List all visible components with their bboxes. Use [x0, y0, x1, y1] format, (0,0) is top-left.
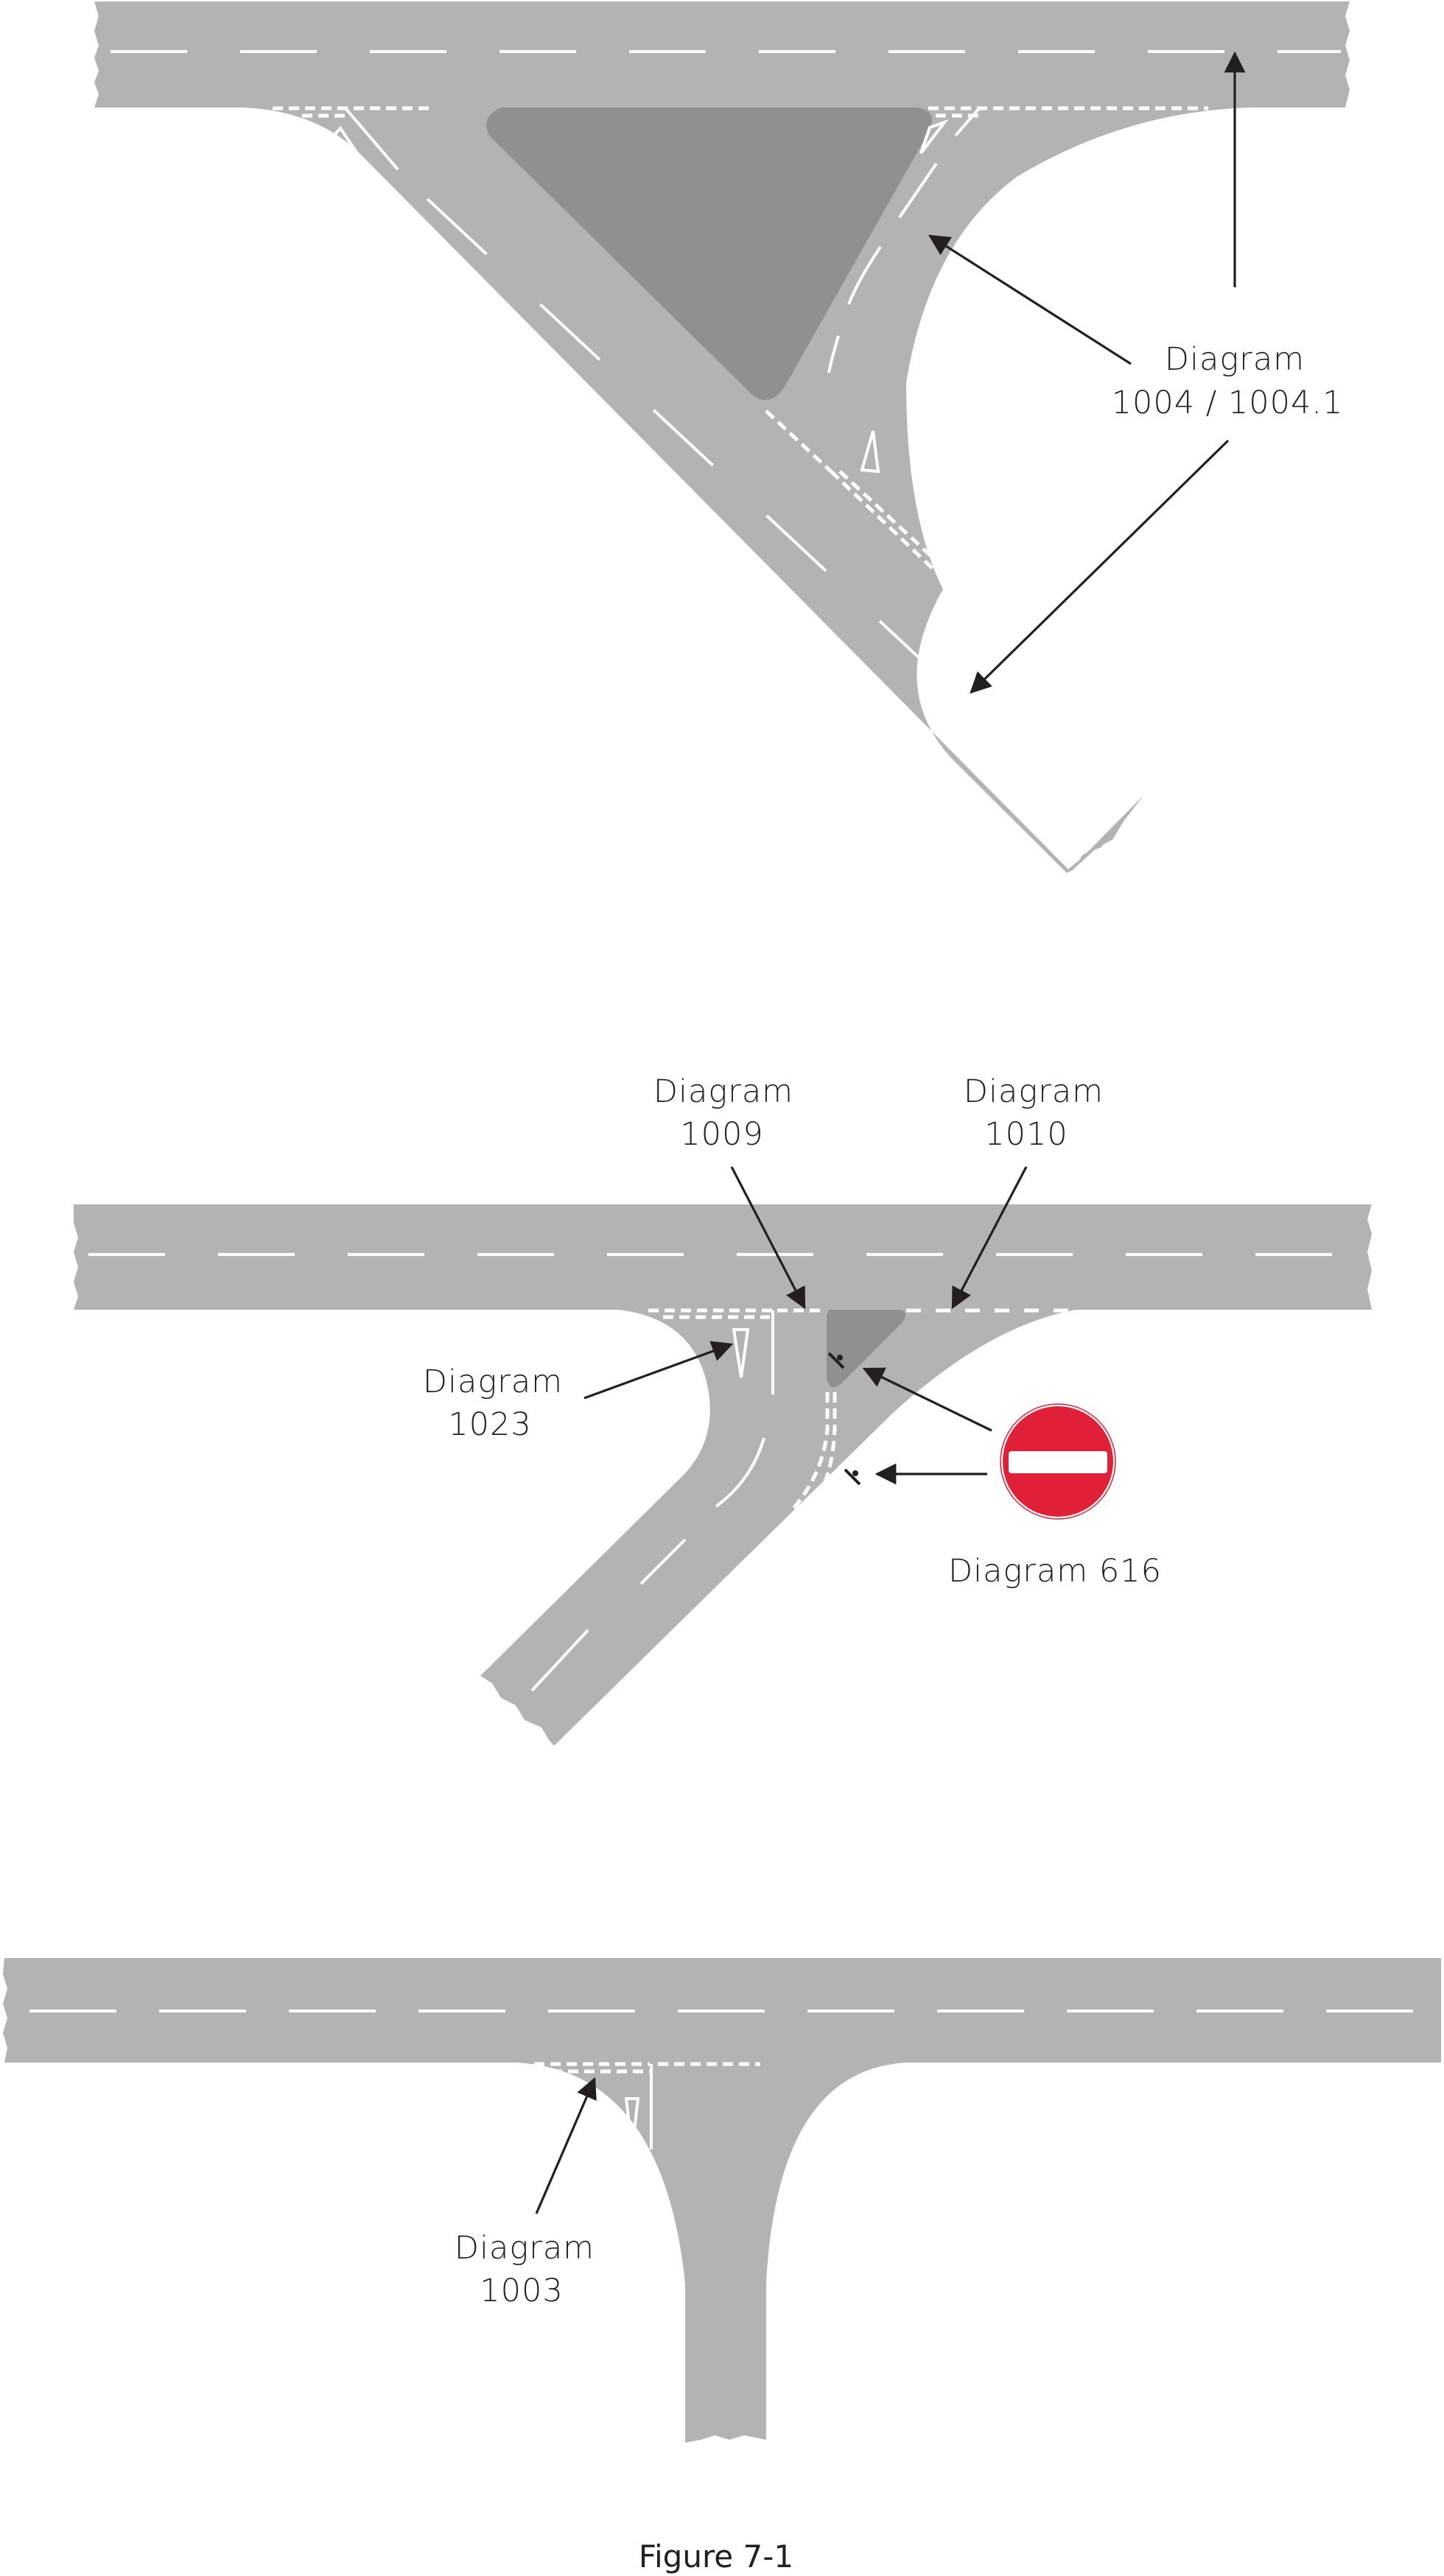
leader-arrow	[951, 1166, 1028, 1310]
leader-arrow	[583, 1341, 734, 1400]
label-diagram-1004-number: 1004 / 1004.1	[1112, 385, 1344, 421]
give-way-triangle	[732, 1328, 750, 1378]
traffic-island	[827, 1310, 905, 1388]
give-way-triangle-right	[919, 119, 949, 155]
label-diagram-1004: Diagram	[1165, 341, 1305, 378]
ghost-island	[486, 108, 932, 400]
svg-text:1023: 1023	[448, 1406, 531, 1443]
svg-text:1010: 1010	[984, 1116, 1068, 1153]
panel-y-junction: Diagram 1004 / 1004.1	[94, 1, 1350, 873]
label-diagram-1009: Diagram	[653, 1073, 793, 1110]
figure-caption: Figure 7-1	[639, 2538, 793, 2575]
svg-text:1003: 1003	[480, 2273, 563, 2309]
panel-t-junction: Diagram 1003	[3, 1958, 1441, 2446]
leader-arrow	[730, 1166, 806, 1310]
leader-arrow	[862, 1367, 992, 1432]
label-diagram-1023: Diagram	[423, 1364, 563, 1400]
leader-arrow	[535, 2077, 597, 2214]
main-road	[94, 1, 1350, 108]
panel-one-way-exit: Diagram 1009 Diagram 1010 Diagram 1023 D…	[74, 1073, 1372, 1746]
label-diagram-1003: Diagram	[455, 2230, 595, 2267]
side-road-3	[516, 2063, 906, 2443]
main-road-2	[74, 1204, 1372, 1310]
diagonal-road	[243, 108, 1252, 873]
leader-arrow	[928, 234, 1132, 365]
no-entry-sign	[1000, 1403, 1116, 1520]
label-diagram-616: Diagram 616	[948, 1553, 1162, 1590]
give-way-triangle-3	[624, 2097, 640, 2150]
give-way-triangle-left	[328, 125, 368, 169]
label-diagram-1010: Diagram	[964, 1073, 1104, 1110]
leader-arrow	[970, 439, 1230, 694]
side-road	[480, 1310, 1076, 1746]
svg-text:1009: 1009	[680, 1116, 763, 1153]
